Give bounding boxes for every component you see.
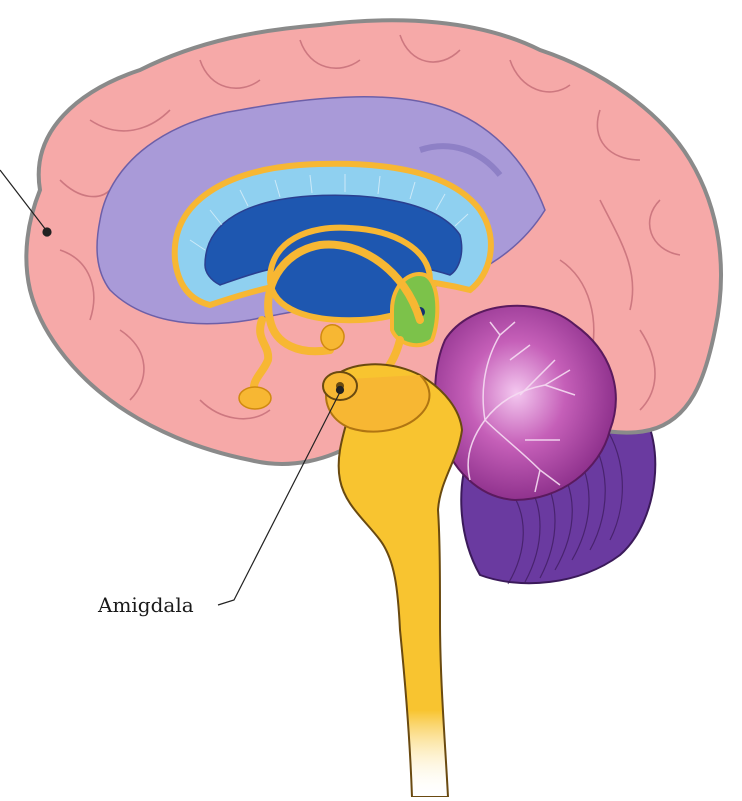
amygdala-leader-dot: [337, 387, 344, 394]
brainstem: [326, 364, 462, 797]
amygdala-label: Amigdala: [98, 593, 194, 617]
cortex-leader-dot: [43, 228, 51, 236]
